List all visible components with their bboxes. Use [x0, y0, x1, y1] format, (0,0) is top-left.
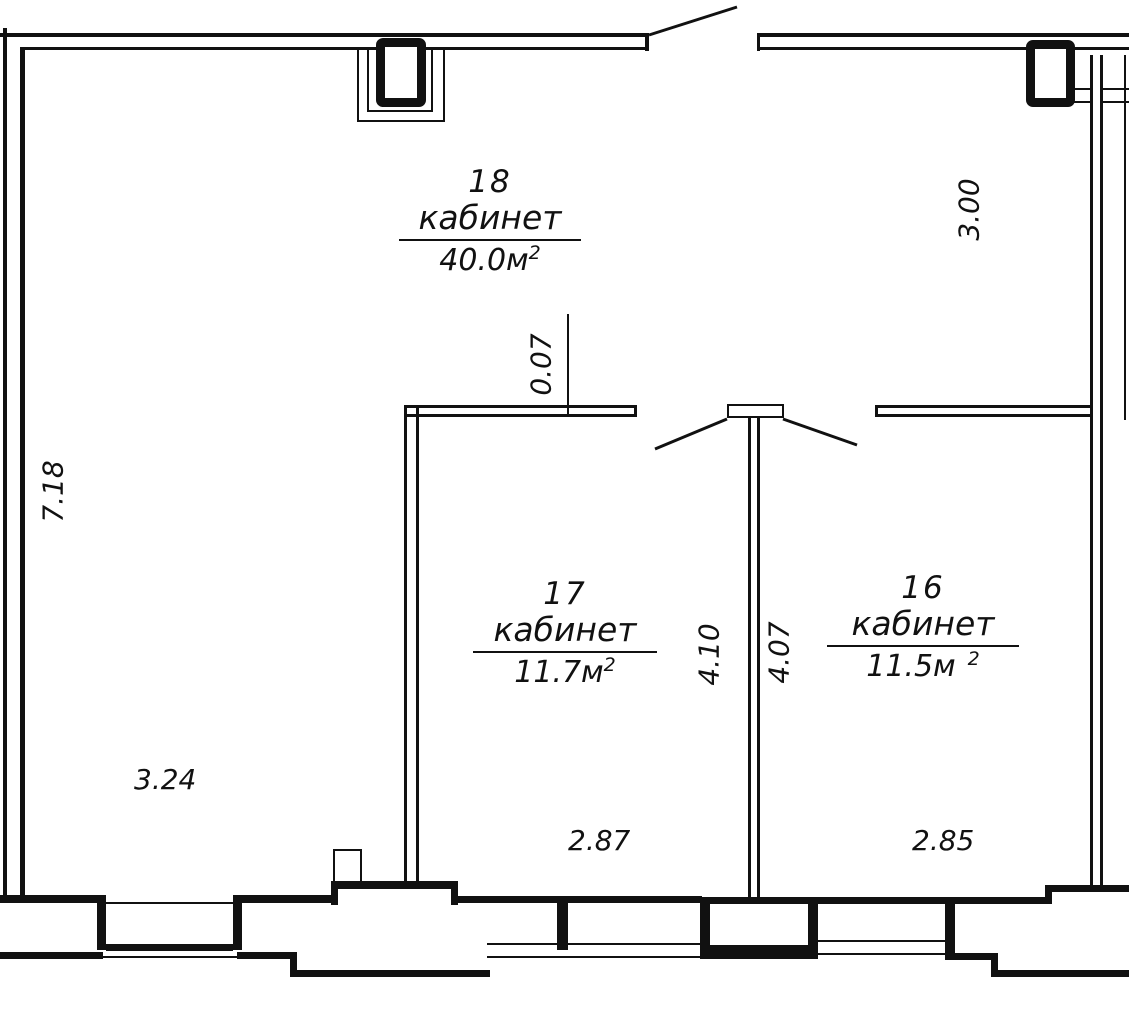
wall-right-outer-line: [1100, 55, 1103, 885]
dimension-offset: 0.07: [524, 333, 558, 396]
wall-bottom-seg2-bottom: [237, 952, 297, 959]
window-glazing-line1-left: [487, 943, 702, 945]
wall-room16-top-upper-line: [875, 405, 1091, 408]
wall-bottom-seg2-top: [237, 895, 333, 903]
wall-room17-left-line1: [404, 405, 407, 883]
wall-right-inner-line: [1090, 55, 1093, 885]
room-name: кабинет: [493, 609, 637, 649]
duct-line-2: [1074, 101, 1092, 103]
door-leaf-top-opening: [648, 5, 738, 37]
dimension-room16-width: 2.85: [912, 824, 975, 857]
dimension-room17-height: 4.10: [692, 623, 726, 686]
wall-bottom-step2: [991, 953, 998, 977]
wall-left-outer: [3, 28, 7, 896]
window-glazing-line1-right: [818, 940, 950, 942]
wall-left-inner: [20, 47, 25, 896]
pier-top-bar: [331, 881, 458, 889]
bay1-pier-right: [233, 895, 242, 950]
room-number: 16: [901, 570, 945, 606]
wall-top-opening-left-cap: [645, 33, 649, 51]
bay2-pier-right: [808, 897, 818, 953]
wall-bottom-seg4-top: [818, 897, 1048, 904]
wall-bottom-lower-bar-left: [290, 970, 490, 977]
wall-bottom-seg5-bottom: [950, 953, 998, 960]
wall-top-inner-right: [757, 47, 1129, 50]
wall-room16-top-end-cap: [875, 405, 878, 417]
wall-bottom-seg3-top: [455, 896, 702, 903]
wall-bottom-lower-bar-right: [995, 970, 1129, 977]
bay1-pier-left: [97, 895, 106, 950]
bay2-pier-left: [700, 897, 710, 953]
room-label-17: 17 кабинет 11.7м2: [470, 578, 660, 689]
wall-room16-top-lower-line: [875, 414, 1091, 417]
room-label-underline: [399, 239, 581, 242]
wall-bottom-seg1-top: [0, 895, 103, 903]
door-leaf-room17: [654, 417, 728, 451]
room-number: 17: [543, 576, 587, 612]
pier-step-left: [331, 881, 338, 905]
column-pier-outline: [333, 849, 362, 883]
vent-shaft-block-right: [1026, 40, 1075, 107]
wall-top-inner-left: [25, 47, 645, 50]
bay1-window-inner-line: [106, 902, 233, 904]
vent-shaft-block-left: [376, 38, 426, 107]
door-leaf-room16: [782, 417, 858, 447]
wall-edge-right: [1124, 55, 1126, 420]
wall-bottom-seg1-bottom: [0, 952, 103, 959]
reference-line-007: [567, 314, 569, 417]
wall-room17-top-upper-line: [404, 405, 637, 408]
room-name: кабинет: [851, 603, 995, 643]
bay2-top: [700, 897, 818, 904]
duct-line-3: [1103, 88, 1129, 90]
wall-room17-left-line2: [416, 405, 419, 883]
dimension-top-strip-height: 3.00: [952, 178, 986, 241]
room-area: 11.7м2: [514, 654, 616, 691]
wall-top-outer-left: [0, 33, 649, 37]
wall-bottom-seg6-top: [1045, 885, 1129, 892]
room-label-18: 18 кабинет 40.0м2: [395, 166, 585, 277]
wall-partition-line2: [757, 417, 760, 899]
dimension-left-wall-height: 7.18: [36, 460, 70, 523]
room-label-underline: [827, 645, 1019, 648]
room-area: 40.0м2: [439, 242, 541, 279]
wall-room17-top-lower-line: [404, 414, 637, 417]
window-glazing-line2-left: [487, 956, 702, 958]
room-number: 18: [468, 164, 512, 200]
duct-line-1: [1074, 88, 1092, 90]
room-name: кабинет: [418, 197, 562, 237]
window-mid-pier-left: [557, 903, 568, 950]
room-label-underline: [473, 651, 657, 654]
bay2-sill: [700, 945, 818, 959]
dimension-left-width: 3.24: [134, 763, 197, 796]
dimension-room17-width: 2.87: [568, 824, 631, 857]
duct-line-4: [1103, 101, 1129, 103]
window-mid-pier-right: [945, 904, 955, 960]
wall-partition-line1: [748, 417, 751, 899]
wall-room17-top-end-cap: [634, 405, 637, 417]
bay1-sill: [106, 944, 233, 951]
wall-bottom-step3: [1045, 885, 1052, 904]
door-jamb-stub: [727, 404, 784, 418]
wall-top-outer-right: [757, 33, 1129, 37]
bay1-outer-line: [103, 956, 237, 958]
dimension-room16-height: 4.07: [762, 621, 796, 684]
pier-step-right: [451, 881, 458, 905]
wall-top-opening-right-cap: [757, 33, 760, 51]
wall-bottom-step1: [290, 952, 297, 977]
window-glazing-line2-right: [818, 953, 950, 955]
